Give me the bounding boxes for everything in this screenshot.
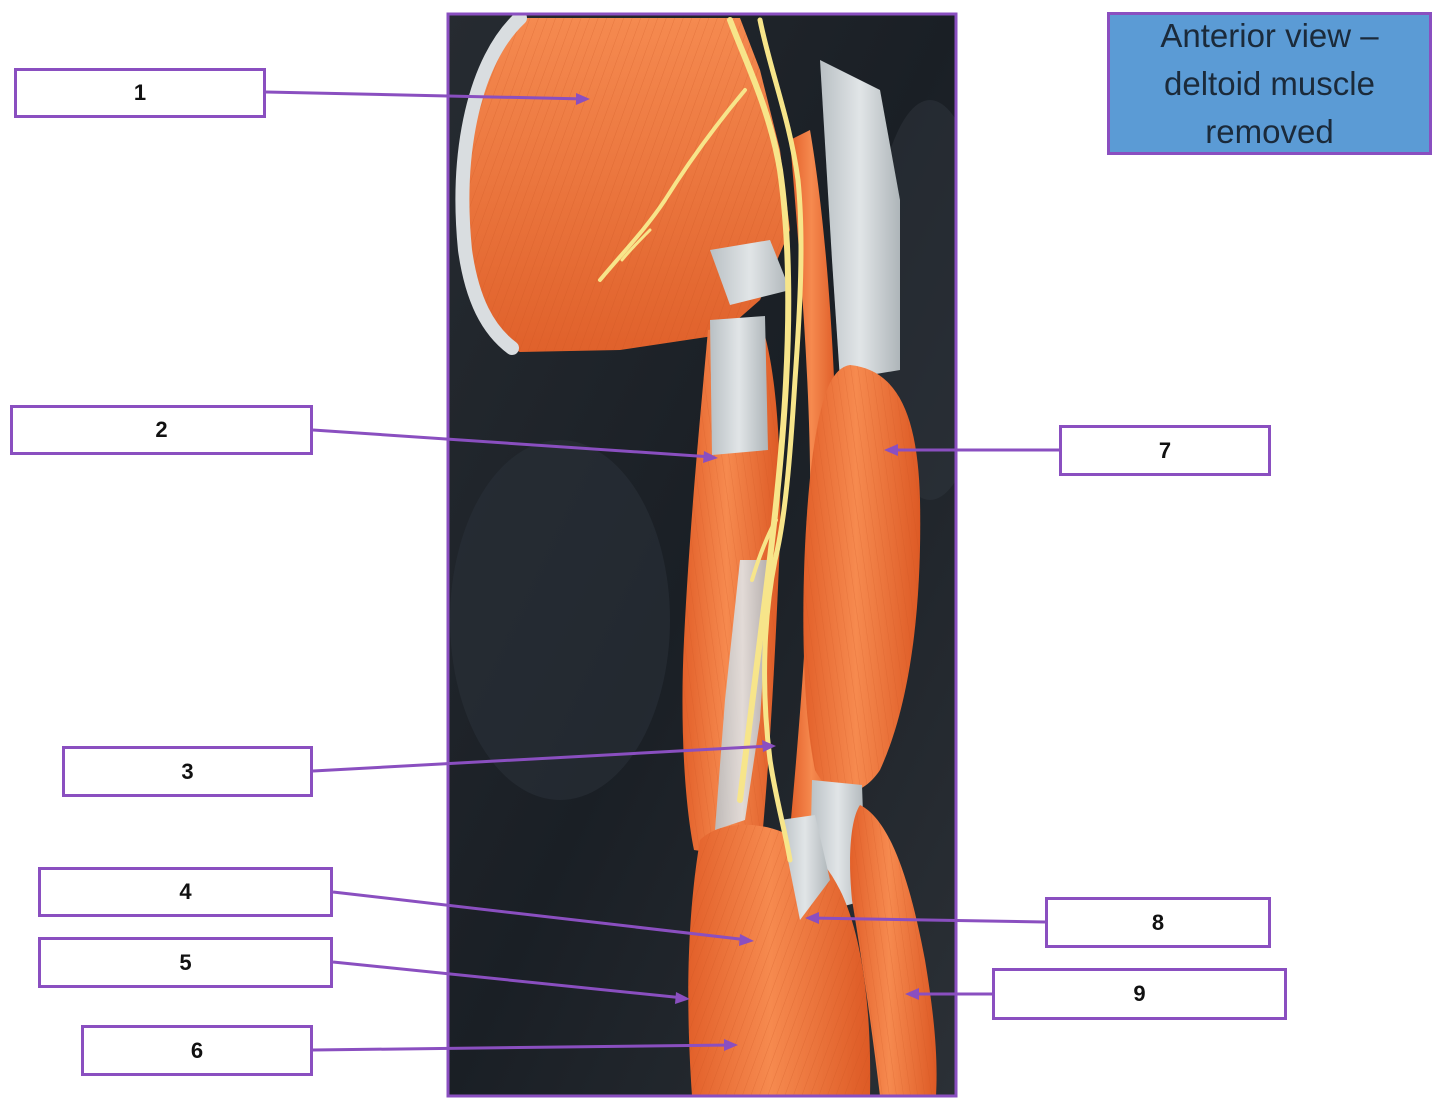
leader-line-5 bbox=[332, 960, 685, 1000]
view-title-line-3: removed bbox=[1205, 112, 1334, 150]
label-box-7[interactable]: 7 bbox=[1059, 425, 1271, 476]
view-title-line-2: deltoid muscle bbox=[1164, 64, 1375, 102]
nerves bbox=[598, 17, 804, 863]
leader-line-3 bbox=[312, 744, 771, 773]
leader-lines bbox=[265, 90, 1059, 1052]
label-box-1[interactable]: 1 bbox=[14, 68, 266, 118]
label-box-3[interactable]: 3 bbox=[62, 746, 313, 797]
photo-frame bbox=[446, 12, 958, 1098]
label-box-5[interactable]: 5 bbox=[38, 937, 333, 988]
label-box-2[interactable]: 2 bbox=[10, 405, 313, 455]
shoulder-tendon bbox=[710, 240, 790, 305]
leader-arrowheads bbox=[576, 93, 919, 1051]
view-title-line-1: Anterior view – bbox=[1160, 16, 1379, 54]
view-title-box: Anterior view – deltoid muscle removed bbox=[1107, 12, 1432, 155]
label-box-9[interactable]: 9 bbox=[992, 968, 1287, 1020]
leader-line-8 bbox=[809, 916, 1046, 924]
label-box-4[interactable]: 4 bbox=[38, 867, 333, 917]
leader-line-6 bbox=[312, 1043, 733, 1052]
label-box-6[interactable]: 6 bbox=[81, 1025, 313, 1076]
lateral-tendon bbox=[820, 60, 900, 380]
leader-line-1 bbox=[265, 90, 587, 101]
leader-line-4 bbox=[332, 890, 749, 942]
label-box-8[interactable]: 8 bbox=[1045, 897, 1271, 948]
leader-line-2 bbox=[312, 428, 713, 459]
